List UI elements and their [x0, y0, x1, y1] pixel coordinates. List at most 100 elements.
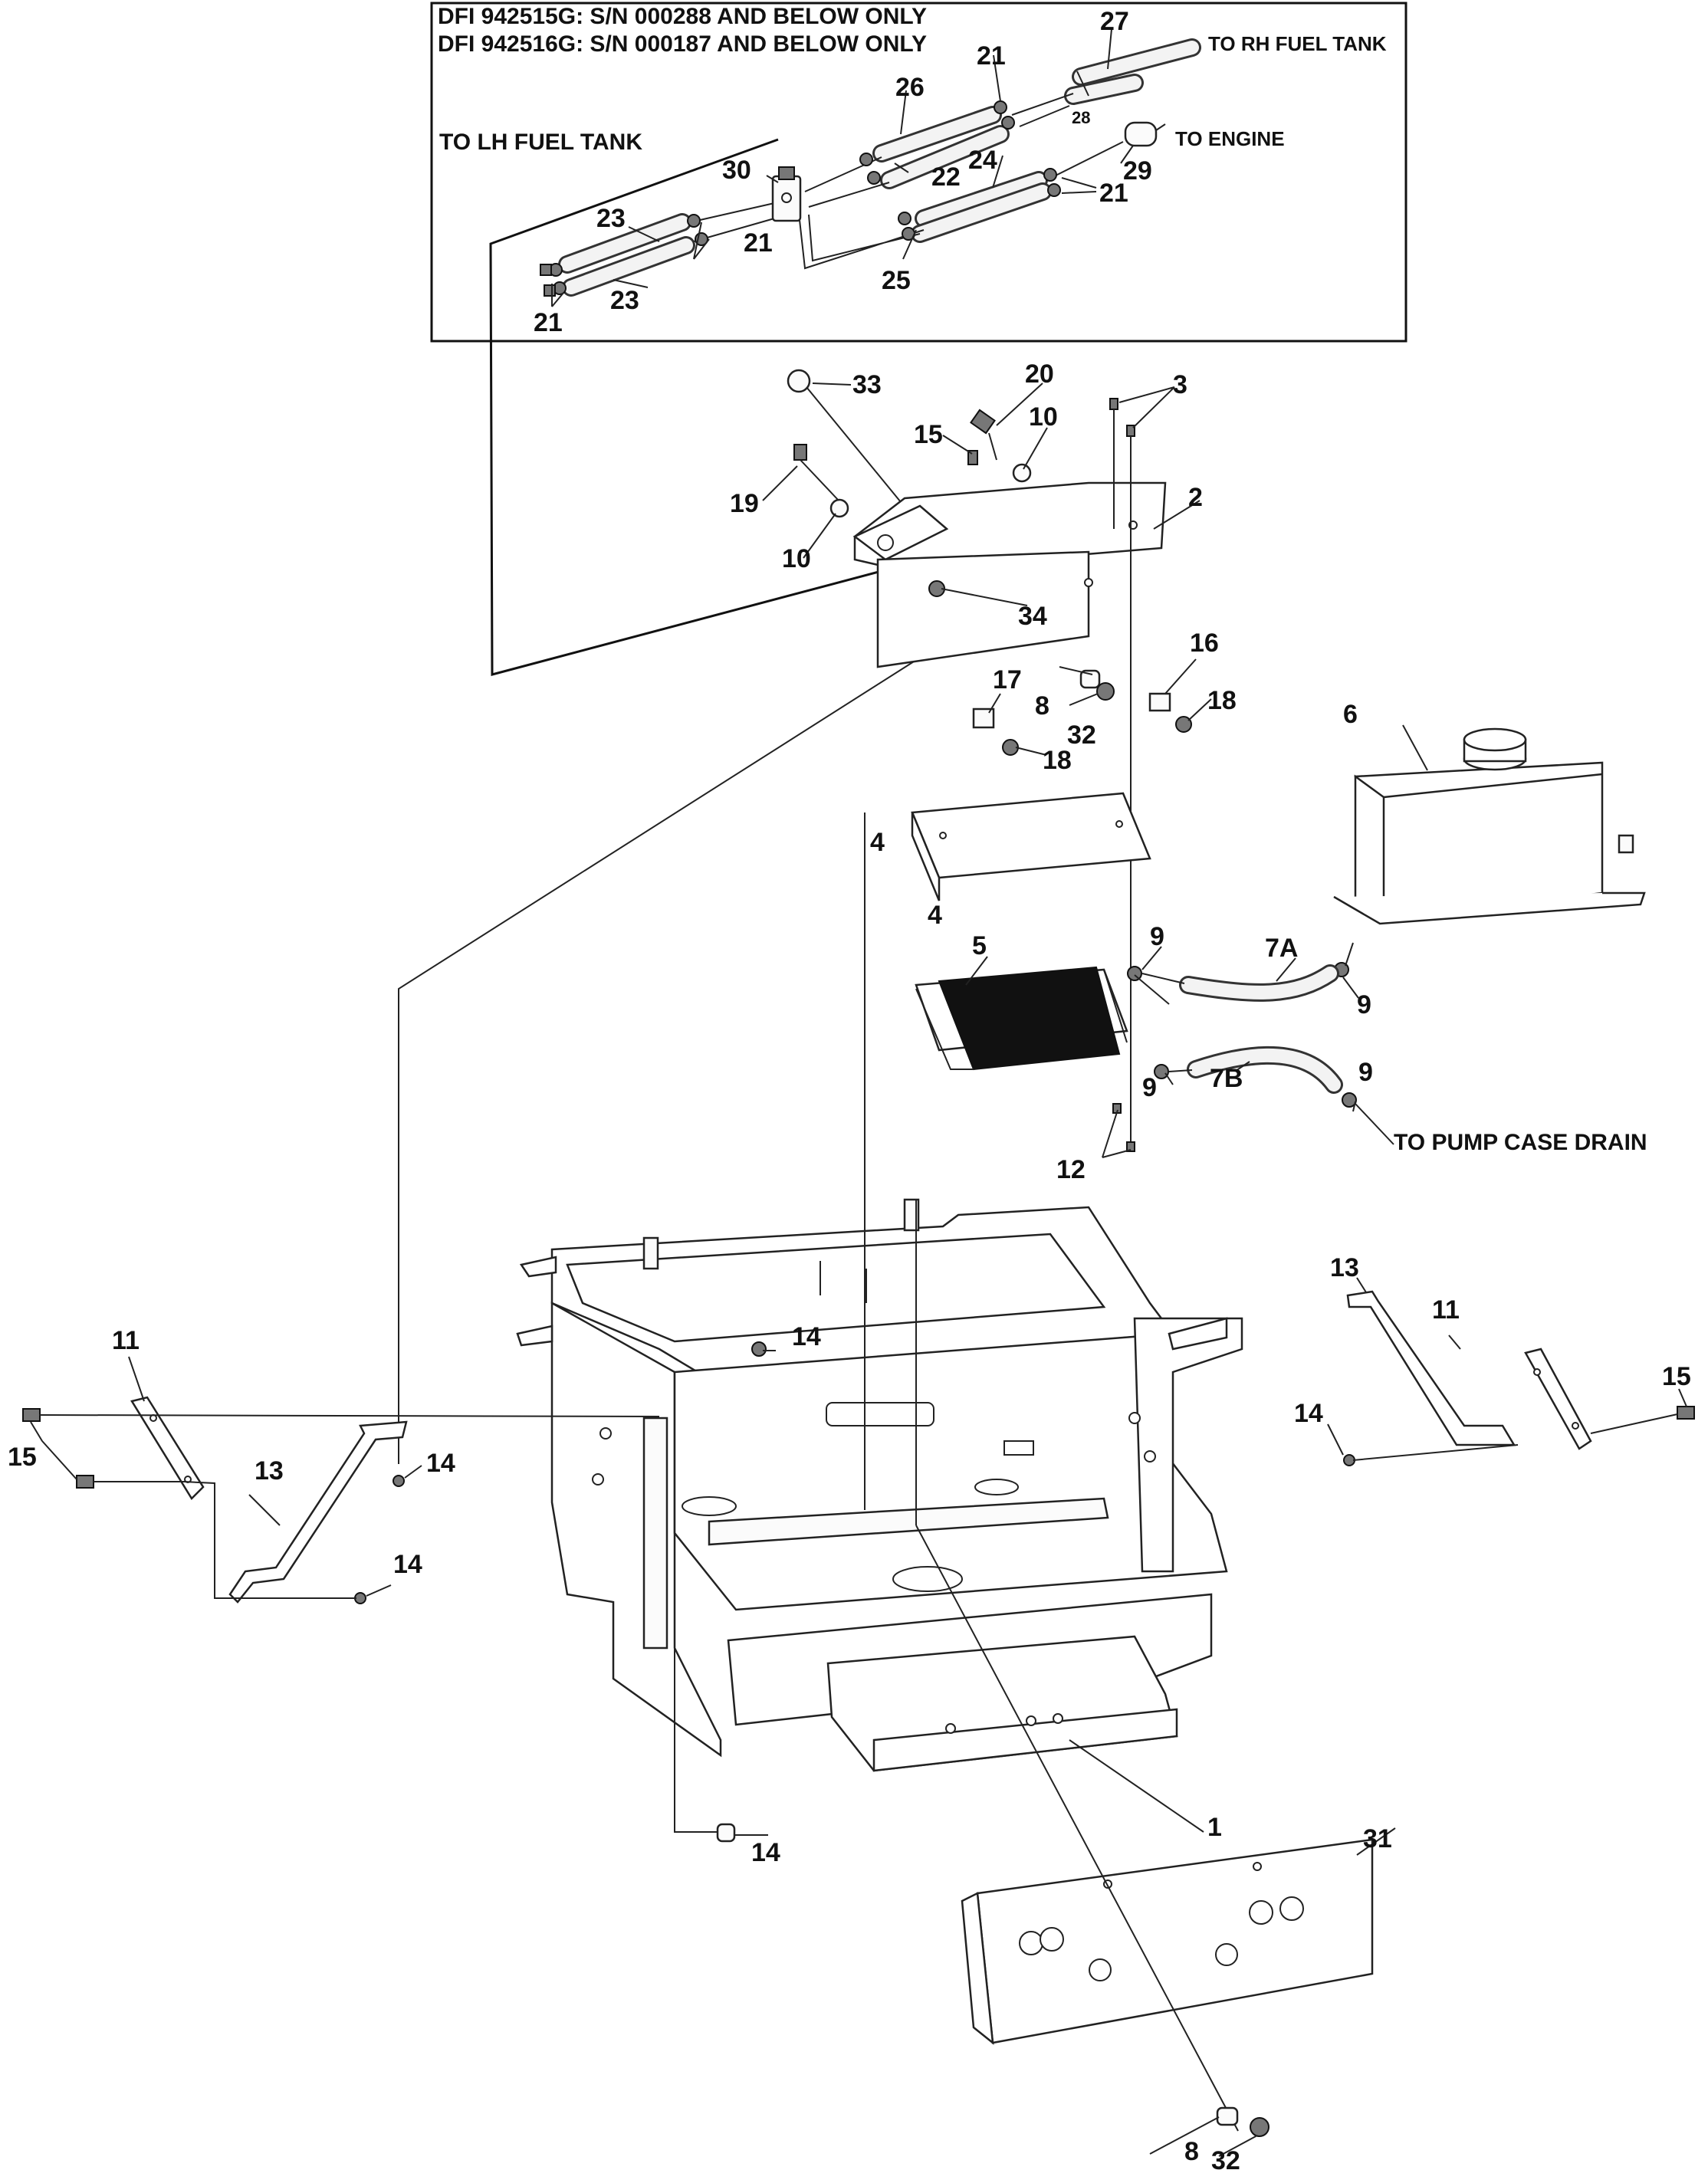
- guide-line-inset-left: [489, 138, 882, 676]
- fuel-hose-25: [911, 182, 1052, 243]
- callout-21-left: 21: [534, 308, 563, 337]
- clamp-9-b: [1154, 1064, 1169, 1079]
- screw-3-a: [1109, 398, 1118, 410]
- callout-11-left: 11: [112, 1326, 140, 1355]
- guide-line-bracket-to-frame: [398, 657, 921, 1464]
- callout-18-left: 18: [1043, 746, 1072, 775]
- callout-21-mid: 21: [744, 228, 773, 258]
- fuel-filter-29: [1124, 121, 1166, 147]
- callout-20: 20: [1025, 359, 1054, 389]
- to-rh-fuel-tank-label: TO RH FUEL TANK: [1208, 32, 1387, 55]
- nut-32-upper: [1096, 682, 1115, 701]
- nut-32-lower: [1250, 2117, 1270, 2137]
- callout-8-upper: 8: [1035, 691, 1049, 721]
- callout-12: 12: [1056, 1155, 1086, 1184]
- bolt-15-left-a: [22, 1408, 41, 1422]
- serial-note-2: DFI 942516G: S/N 000187 AND BELOW ONLY: [438, 31, 927, 57]
- callout-19: 19: [730, 489, 759, 518]
- callout-4-left: 4: [870, 828, 885, 857]
- callout-13-right: 13: [1330, 1253, 1359, 1282]
- screw-12-b: [1126, 1141, 1135, 1152]
- fuel-hose-26: [872, 106, 1002, 163]
- callout-8-lower: 8: [1184, 2137, 1199, 2166]
- callout-27: 27: [1100, 7, 1129, 36]
- screw-15-bracket: [967, 450, 978, 465]
- callout-29: 29: [1123, 156, 1152, 185]
- fuel-hose-27: [1072, 38, 1201, 86]
- clamp-17: [972, 707, 995, 729]
- callout-28: 28: [1072, 108, 1090, 127]
- hose-7a: [1141, 942, 1354, 1002]
- chassis-frame-1: [516, 1198, 1243, 1772]
- callout-21-right: 21: [1099, 179, 1128, 208]
- callout-3: 3: [1173, 370, 1187, 399]
- screw-3-axis-lines: [1113, 409, 1132, 1142]
- callout-21-top: 21: [977, 41, 1006, 71]
- pivot-bracket-11-right: [1524, 1348, 1592, 1450]
- callout-6: 6: [1343, 700, 1358, 729]
- callout-34: 34: [1018, 602, 1047, 631]
- callout-9-c: 9: [1357, 990, 1371, 1019]
- nut-14-left-b: [354, 1592, 366, 1604]
- frame-guide-line-left: [674, 1372, 721, 1833]
- inset-frame: [430, 2, 1407, 343]
- callout-30: 30: [722, 156, 751, 185]
- callout-9-a: 9: [1150, 922, 1164, 951]
- washer-10-lower: [829, 498, 849, 518]
- callout-4-plate: 4: [928, 901, 942, 930]
- callout-7b: 7B: [1210, 1064, 1243, 1093]
- nut-14-right: [1343, 1454, 1355, 1466]
- fuel-valve-30: [771, 166, 802, 222]
- to-lh-fuel-tank-label: TO LH FUEL TANK: [439, 130, 642, 155]
- bolt-19: [793, 444, 839, 501]
- callout-9-b: 9: [1142, 1073, 1157, 1102]
- callout-7a: 7A: [1265, 934, 1298, 963]
- callout-14-right: 14: [1294, 1399, 1323, 1428]
- fuel-line-inset: DFI 942515G: S/N 000288 AND BELOW ONLY D…: [430, 2, 1407, 343]
- nut-14-left-a: [393, 1475, 405, 1487]
- mount-bracket-2: [852, 481, 1167, 668]
- callout-15-bracket: 15: [914, 420, 943, 449]
- callout-10-upper: 10: [1029, 402, 1058, 432]
- pivot-bracket-11-left: [130, 1396, 205, 1501]
- nut-18-right: [1175, 716, 1192, 733]
- bolt-20: [970, 409, 997, 461]
- link-rod-13-right: [1346, 1290, 1516, 1446]
- frame-guide-lines-vertical: [864, 813, 917, 1525]
- callout-5: 5: [972, 931, 987, 960]
- callout-1: 1: [1207, 1813, 1222, 1842]
- oil-cooler-5: [915, 966, 1128, 1071]
- nut-14-frame: [751, 1341, 767, 1357]
- callout-15-left: 15: [8, 1443, 37, 1472]
- fuel-hose-28: [1064, 74, 1144, 105]
- right-linkage-axis-lines: [1352, 1413, 1678, 1461]
- bolt-15-left-b: [76, 1475, 94, 1489]
- bolt-33: [787, 369, 902, 503]
- clamp-8-lower: [1216, 2106, 1239, 2126]
- callout-2: 2: [1188, 483, 1203, 512]
- cover-plate-guide-line: [915, 1525, 1239, 2132]
- callout-26: 26: [895, 73, 925, 102]
- washer-10-upper: [1012, 463, 1032, 483]
- bolt-15-right: [1677, 1406, 1695, 1420]
- callout-23-upper: 23: [596, 204, 626, 233]
- callout-31: 31: [1363, 1824, 1392, 1853]
- clamp-9-d: [1342, 1092, 1357, 1108]
- callout-23-lower: 23: [610, 286, 639, 315]
- to-engine-label: TO ENGINE: [1175, 127, 1285, 150]
- nut-14-bottom: [716, 1823, 736, 1843]
- fuel-hose-24: [915, 171, 1048, 228]
- fuel-hose-23-lower: [562, 236, 695, 297]
- fuel-hose-23-upper: [558, 213, 691, 274]
- callout-24: 24: [968, 146, 997, 175]
- oil-reservoir-6: [1333, 727, 1646, 925]
- callout-32-lower: 32: [1211, 2146, 1240, 2170]
- left-linkage-axis-lines: [39, 1414, 660, 1599]
- clamp-16: [1148, 692, 1171, 712]
- hose-clamps-21: [549, 100, 1061, 295]
- cover-plate-31: [961, 1838, 1374, 2045]
- callout-14-left-b: 14: [393, 1550, 422, 1579]
- callout-25: 25: [882, 266, 911, 295]
- callout-22: 22: [931, 163, 961, 192]
